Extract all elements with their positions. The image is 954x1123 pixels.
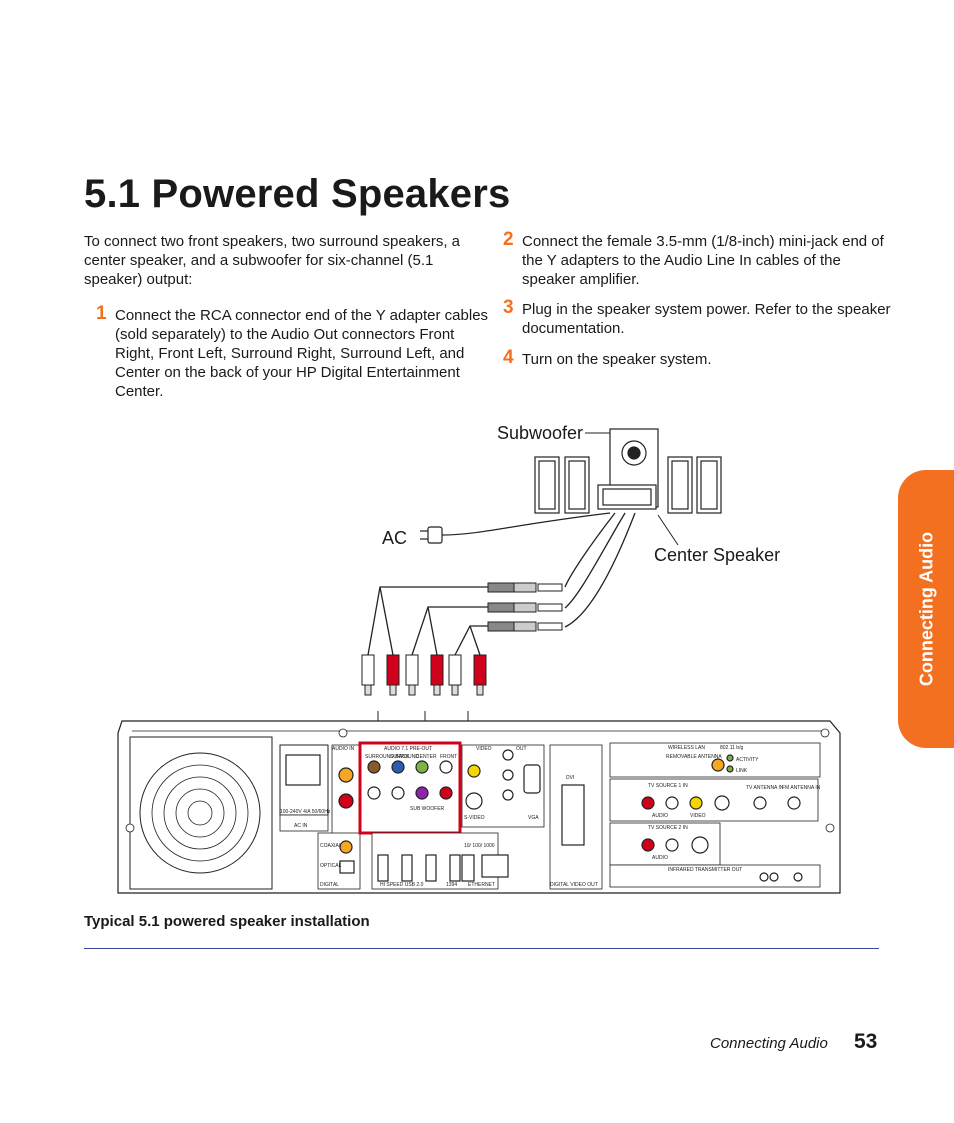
panel-digital-video-out: DIGITAL VIDEO OUT (550, 882, 598, 888)
caption-divider (84, 948, 879, 949)
step-2-text: Connect the female 3.5-mm (1/8-inch) min… (522, 233, 884, 288)
panel-surround-back: SURROUND BACK (365, 754, 410, 760)
panel-wireless-lan: WIRELESS LAN (668, 745, 705, 751)
panel-tv-source-1: TV SOURCE 1 IN (648, 783, 688, 789)
label-center-speaker: Center Speaker (654, 545, 781, 565)
panel-usb: HI SPEED USB 2.0 (380, 882, 424, 888)
panel-tv-antenna: TV ANTENNA IN (746, 785, 784, 791)
section-tab (898, 470, 954, 748)
label-ac: AC (382, 528, 408, 548)
panel-sub-woofer: SUB WOOFER (410, 806, 445, 812)
step-1-text: Connect the RCA connector end of the Y a… (115, 307, 489, 400)
panel-optical: OPTICAL (320, 863, 342, 869)
panel-center: CENTER (416, 754, 437, 760)
step-1: 1 Connect the RCA connector end of the Y… (96, 303, 496, 401)
step-1-number: 1 (96, 303, 107, 324)
step-4-number: 4 (503, 347, 514, 368)
panel-surround: SURROUND (390, 754, 419, 760)
panel-lan-speed: 10/ 100/ 1000 (464, 843, 495, 849)
rca-plugs (361, 654, 487, 696)
panel-video-1: VIDEO (690, 813, 706, 819)
step-3: 3 Plug in the speaker system power. Refe… (503, 297, 898, 338)
panel-dvi: DVI (566, 775, 574, 781)
panel-coaxial: COAXIAL (320, 843, 342, 849)
panel-audio-1: AUDIO (652, 813, 668, 819)
panel-text: AUDIO IN AUDIO 7.1 PRE-OUT SURROUND BACK… (280, 745, 821, 888)
y-adapter-2 (487, 602, 563, 613)
panel-audio-in: AUDIO IN (332, 746, 355, 752)
panel-firewire: 1394 (446, 882, 457, 888)
panel-link: LINK (736, 768, 748, 774)
panel-digital: DIGITAL (320, 882, 339, 888)
panel-front: FRONT (440, 754, 457, 760)
step-4: 4 Turn on the speaker system. (503, 347, 898, 369)
panel-ac-in: AC IN (294, 823, 308, 829)
speaker-set (534, 428, 722, 514)
rca-plug-5 (448, 654, 462, 696)
step-2: 2 Connect the female 3.5-mm (1/8-inch) m… (503, 229, 898, 289)
rca-plug-4 (430, 654, 444, 696)
y-adapters (487, 582, 563, 632)
panel-activity: ACTIVITY (736, 757, 759, 763)
rca-plug-3 (405, 654, 419, 696)
panel-removable-antenna: REMOVABLE ANTENNA (666, 754, 722, 760)
amp-cables (564, 512, 636, 628)
panel-audio-2: AUDIO (652, 855, 668, 861)
figure-caption: Typical 5.1 powered speaker installation (84, 913, 370, 930)
panel-tv-source-2: TV SOURCE 2 IN (648, 825, 688, 831)
panel-wireless-std: 802.11 b/g (720, 745, 743, 751)
step-3-text: Plug in the speaker system power. Refer … (522, 301, 891, 337)
rca-cables (367, 586, 488, 656)
step-3-number: 3 (503, 297, 514, 318)
ac-plug (420, 512, 611, 544)
back-panel (117, 720, 841, 894)
panel-out: OUT (516, 746, 527, 752)
speaker-installation-diagram: AUDIO IN AUDIO 7.1 PRE-OUT SURROUND BACK… (117, 428, 841, 894)
rca-plug-2 (386, 654, 400, 696)
section-tab-label: Connecting Audio (916, 531, 937, 687)
intro-paragraph: To connect two front speakers, two surro… (84, 233, 461, 288)
panel-ethernet: ETHERNET (468, 882, 495, 888)
panel-ir-out: INFRARED TRANSMITTER OUT (668, 867, 742, 873)
y-adapter-3 (487, 621, 563, 632)
panel-fm-antenna: FM ANTENNA IN (782, 785, 821, 791)
center-speaker-pointer (657, 514, 679, 546)
page-number: 53 (854, 1030, 878, 1053)
panel-video: VIDEO (476, 746, 492, 752)
rca-plug-6 (473, 654, 487, 696)
step-4-text: Turn on the speaker system. (522, 351, 712, 368)
rca-plug-1 (361, 654, 375, 696)
label-subwoofer: Subwoofer (497, 423, 584, 443)
panel-s-video: S-VIDEO (464, 815, 485, 821)
step-2-number: 2 (503, 229, 514, 250)
panel-voltage: 100-240V 4/A 50/60Hz (280, 809, 331, 815)
page-title: 5.1 Powered Speakers (84, 172, 511, 216)
panel-audio-out: AUDIO 7.1 PRE-OUT (384, 746, 432, 752)
footer-section: Connecting Audio (710, 1035, 828, 1052)
panel-vga: VGA (528, 815, 539, 821)
y-adapter-1 (487, 582, 563, 593)
